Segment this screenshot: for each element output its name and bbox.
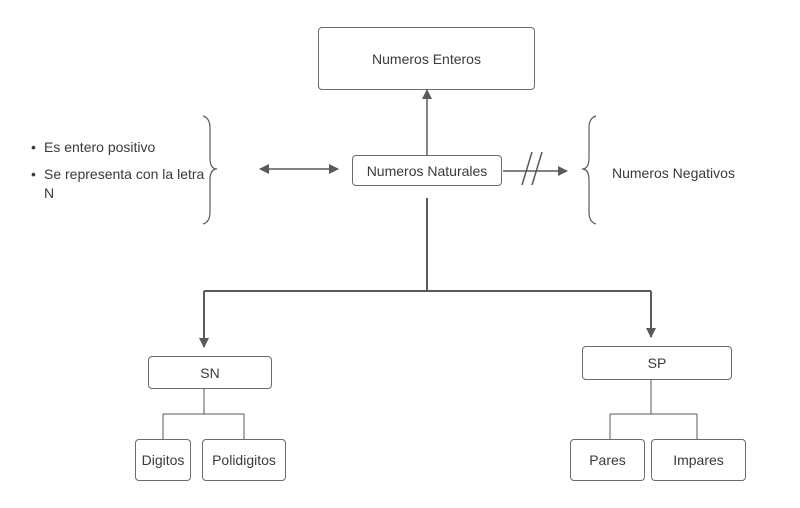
node-label: SP xyxy=(647,355,667,371)
list-item: • Se representa con la letra N xyxy=(31,166,205,201)
node-sp: SP xyxy=(582,346,732,380)
node-label: Numeros Naturales xyxy=(366,162,488,179)
node-label: Pares xyxy=(589,452,626,468)
node-digitos: Digitos xyxy=(135,439,191,481)
list-item: • Es entero positivo xyxy=(31,139,156,155)
node-numeros-naturales: Numeros Naturales xyxy=(352,155,502,186)
node-polidigitos: Polidigitos xyxy=(202,439,286,481)
strike-mark-2 xyxy=(531,151,543,186)
left-brace xyxy=(202,115,218,225)
numeros-negativos-label: Numeros Negativos xyxy=(612,165,735,181)
node-label: Polidigitos xyxy=(212,452,276,468)
node-label: Impares xyxy=(673,452,724,468)
right-brace xyxy=(581,115,597,225)
bullet-icon: • xyxy=(31,139,36,155)
properties-list: • Es entero positivo • Se representa con… xyxy=(30,138,205,211)
node-label: Numeros Enteros xyxy=(372,50,481,67)
node-sn: SN xyxy=(148,356,272,389)
node-label: Digitos xyxy=(141,452,185,468)
bullet-icon: • xyxy=(31,166,36,182)
node-numeros-enteros: Numeros Enteros xyxy=(318,27,535,90)
node-pares: Pares xyxy=(570,439,645,481)
node-impares: Impares xyxy=(651,439,746,481)
node-label: SN xyxy=(200,364,220,381)
strike-mark-1 xyxy=(521,151,533,186)
